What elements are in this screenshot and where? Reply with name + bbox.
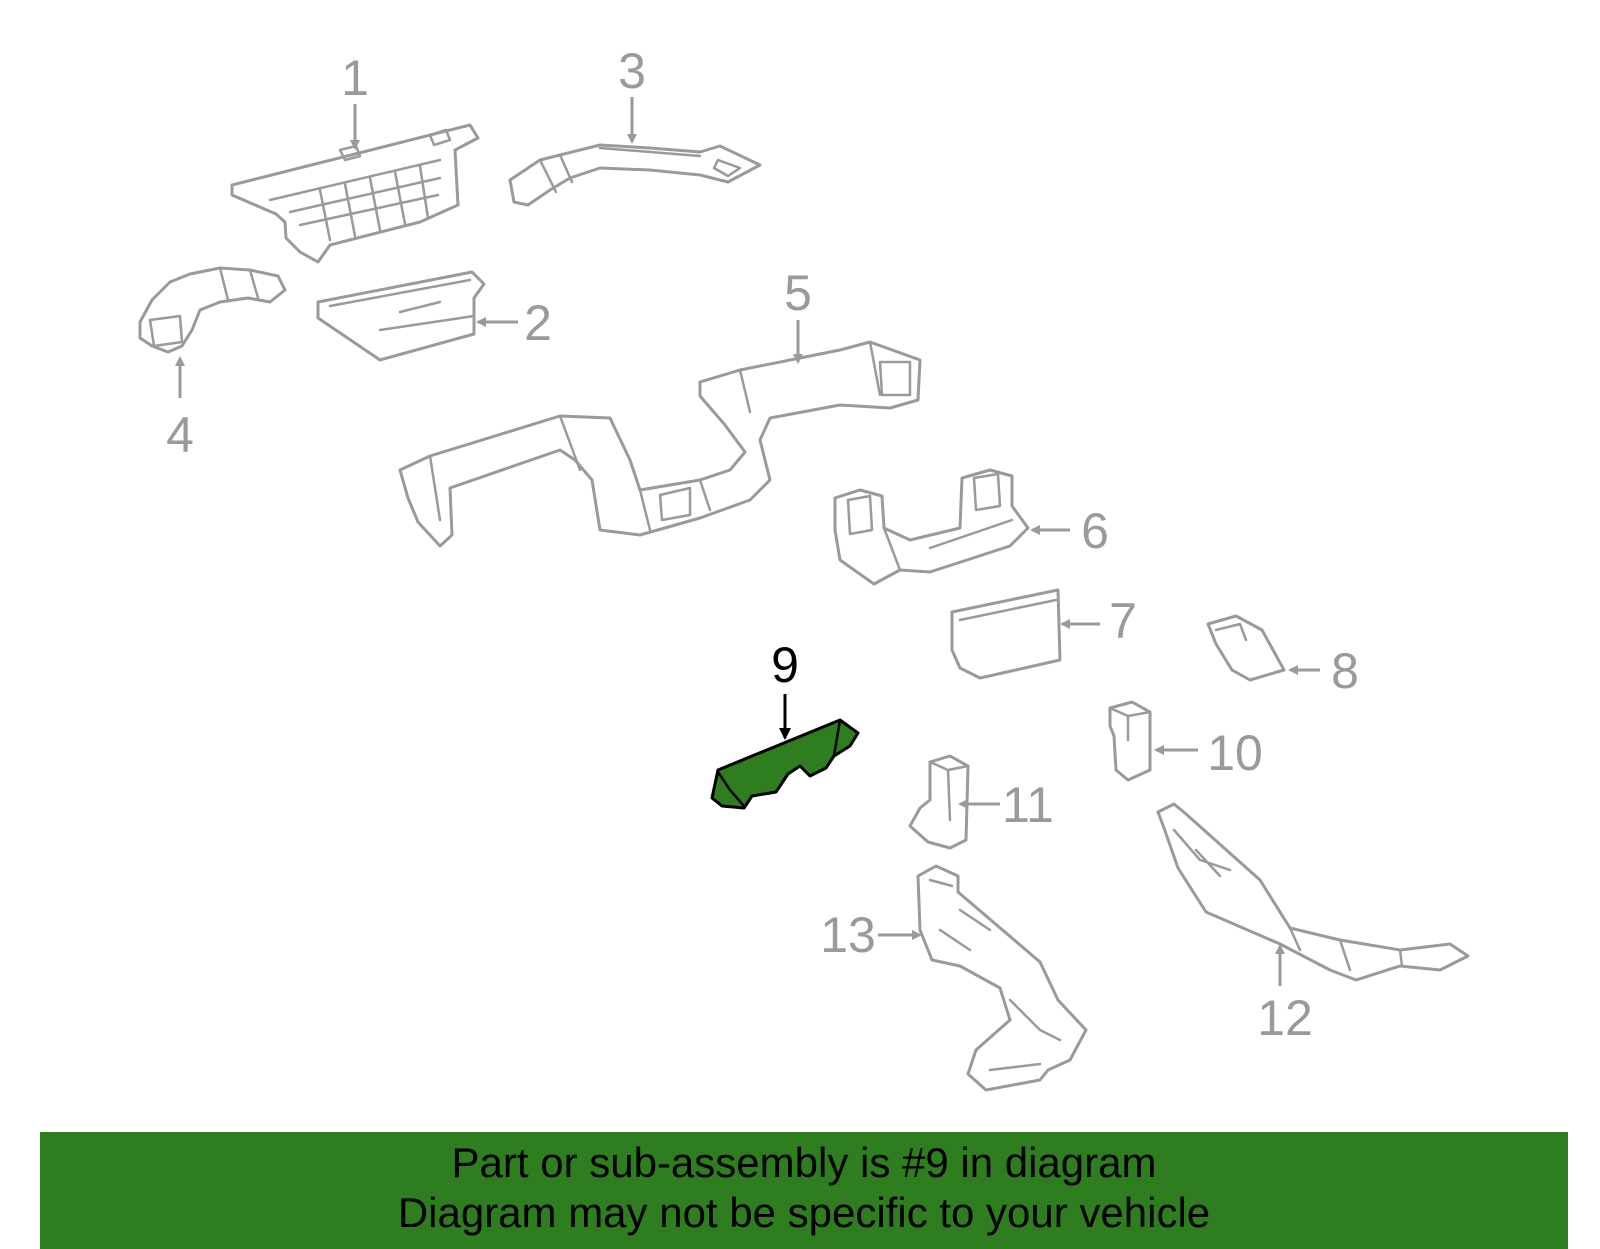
callout-5[interactable]: 5 (784, 265, 812, 321)
callout-2[interactable]: 2 (524, 295, 552, 351)
callout-4[interactable]: 4 (166, 407, 194, 463)
part-11-small-vent[interactable] (908, 754, 970, 850)
part-13-floor-duct[interactable] (916, 864, 1088, 1092)
callout-13[interactable]: 13 (820, 907, 876, 963)
callout-6[interactable]: 6 (1081, 503, 1109, 559)
callout-7[interactable]: 7 (1109, 593, 1137, 649)
part-12-floor-duct[interactable] (1156, 802, 1470, 982)
info-banner: Part or sub-assembly is #9 in diagram Di… (40, 1132, 1568, 1249)
banner-line-1: Part or sub-assembly is #9 in diagram (451, 1139, 1157, 1186)
part-9-highlighted-duct[interactable] (710, 718, 860, 810)
callout-8[interactable]: 8 (1331, 643, 1359, 699)
callout-11[interactable]: 11 (1002, 777, 1054, 833)
part-8-small-vent[interactable] (1206, 614, 1286, 682)
part-1-center-vent[interactable] (230, 123, 480, 264)
callout-1[interactable]: 1 (341, 50, 369, 106)
part-5-main-duct[interactable] (398, 340, 922, 548)
part-2-vent-housing[interactable] (316, 270, 486, 362)
callout-12[interactable]: 12 (1257, 990, 1313, 1046)
part-3-duct[interactable] (508, 143, 762, 207)
banner-line-2: Diagram may not be specific to your vehi… (397, 1189, 1211, 1236)
part-6-rear-duct[interactable] (833, 468, 1030, 586)
callout-3[interactable]: 3 (618, 43, 646, 99)
callout-10[interactable]: 10 (1207, 725, 1263, 781)
part-10-small-vent[interactable] (1108, 700, 1152, 782)
part-7-panel[interactable] (950, 588, 1062, 680)
part-4-side-duct[interactable] (138, 266, 287, 354)
parts-diagram: 1 3 4 2 5 6 7 8 (138, 43, 1470, 1092)
callout-9[interactable]: 9 (771, 637, 799, 693)
